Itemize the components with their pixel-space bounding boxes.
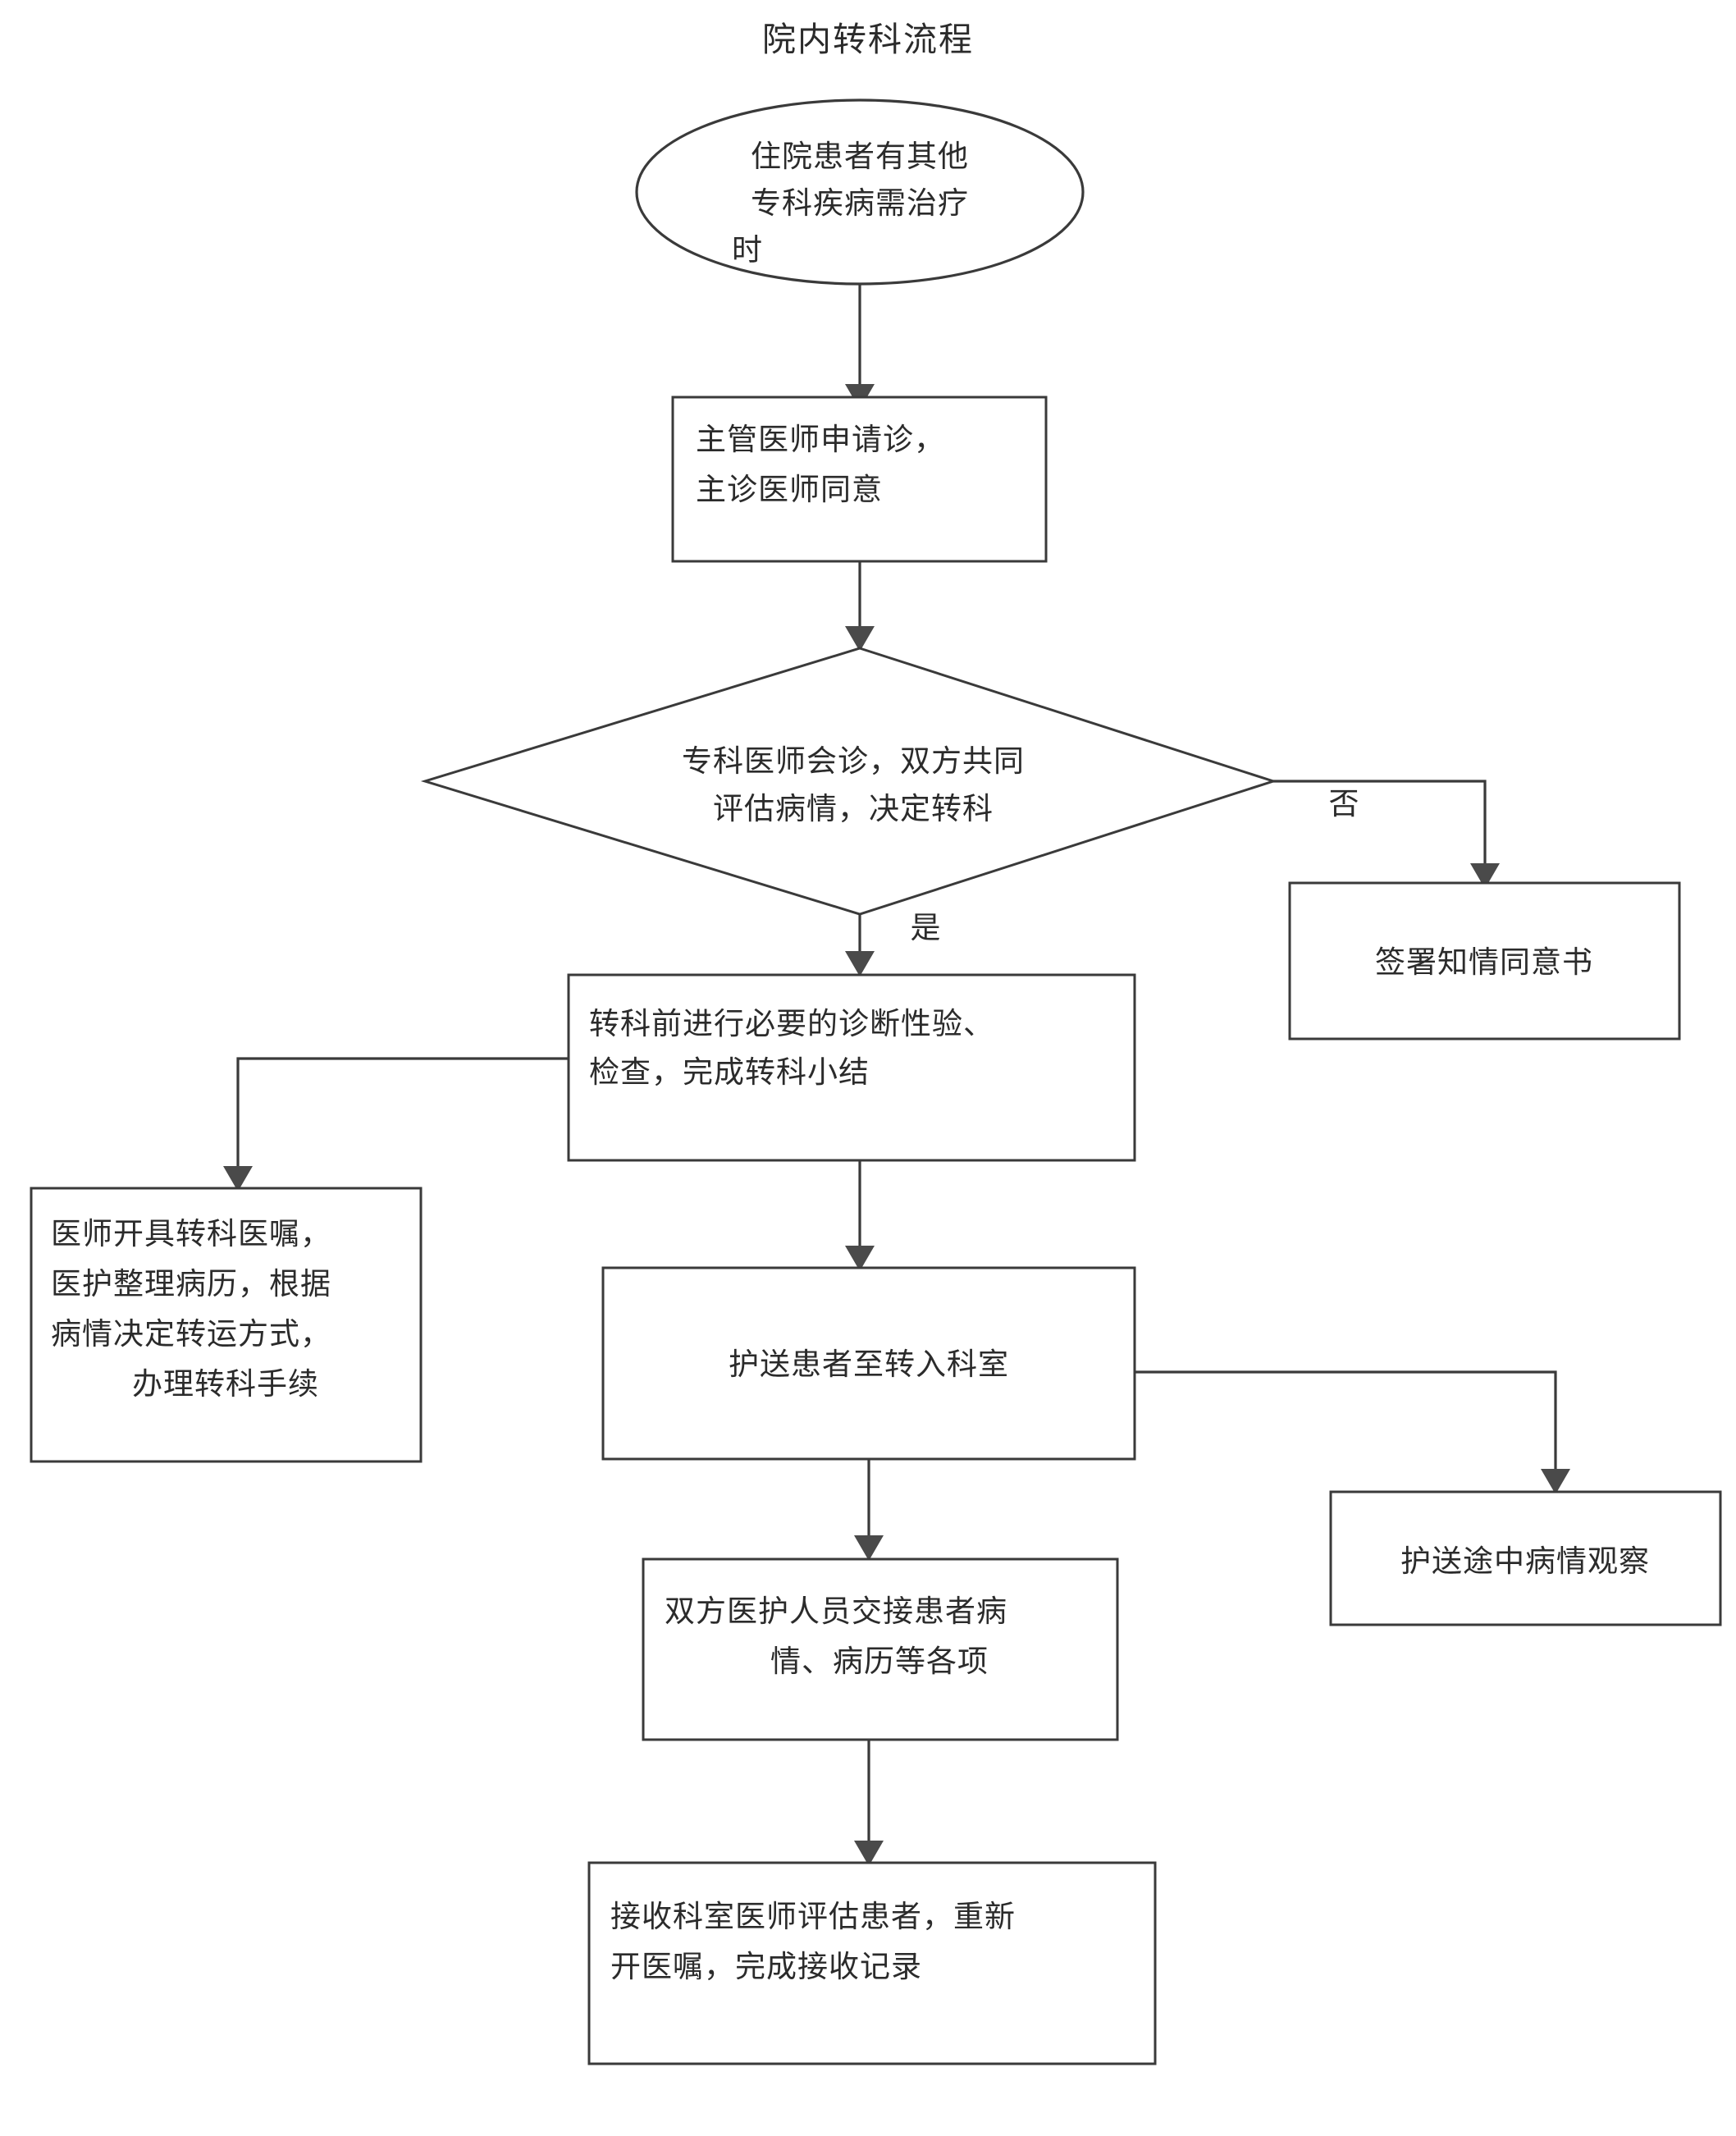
node-consent-shape: [1288, 881, 1681, 1041]
node-orders-shape: [30, 1187, 423, 1463]
node-receive-line-2: 开医嘱，完成接收记录: [610, 1950, 922, 1984]
node-pretransfer-line-2: 检查，完成转科小结: [589, 1055, 870, 1090]
arrowhead-decision-to-pretransfer: [845, 951, 875, 977]
connector-pretransfer-to-orders: [236, 1057, 569, 1172]
arrowhead-decision-to-consent: [1470, 863, 1500, 889]
arrowhead-escort-to-observe: [1541, 1469, 1570, 1494]
arrowhead-pretransfer-to-orders: [223, 1166, 253, 1191]
node-escort-shape: [601, 1266, 1136, 1461]
arrowhead-escort-to-handover: [854, 1535, 884, 1561]
node-orders-line-4: 办理转科手续: [132, 1368, 319, 1402]
node-start-line-1: 住院患者有其他: [751, 140, 969, 174]
node-escort-line-1: 护送患者至转入科室: [729, 1347, 1009, 1382]
node-observe-shape: [1329, 1490, 1722, 1626]
node-orders-line-2: 医护整理病历，根据: [51, 1267, 331, 1301]
node-handover-shape: [642, 1557, 1119, 1741]
node-pretransfer-line-1: 转科前进行必要的诊断性验、: [589, 1007, 994, 1041]
node-handover-line-1: 双方医护人员交接患者病: [665, 1594, 1007, 1629]
branch-label-yes: 是: [911, 912, 941, 945]
node-receive-line-1: 接收科室医师评估患者，重新: [610, 1900, 1016, 1934]
node-apply-line-1: 主管医师申请诊，: [696, 423, 945, 457]
node-pretransfer-shape: [567, 973, 1136, 1162]
arrowhead-apply-to-decision: [845, 626, 875, 652]
arrowhead-pretransfer-to-escort: [845, 1246, 875, 1271]
connector-decision-to-consent: [1273, 780, 1487, 871]
node-apply-line-2: 主诊医师同意: [696, 473, 883, 507]
node-start-line-3: 时: [732, 234, 763, 268]
arrowhead-handover-to-receive: [854, 1841, 884, 1866]
node-consent-line-1: 签署知情同意书: [1375, 945, 1593, 980]
node-start-line-2: 专科疾病需治疗: [751, 186, 969, 221]
node-decision-line-1: 专科医师会诊，双方共同: [682, 744, 1025, 779]
page-title: 院内转科流程: [762, 21, 974, 58]
node-handover-line-2: 情、病历等各项: [770, 1644, 989, 1679]
node-orders-line-3: 病情决定转运方式，: [51, 1317, 331, 1352]
node-apply-shape: [671, 396, 1048, 563]
node-receive-shape: [587, 1861, 1157, 2065]
node-observe-line-1: 护送途中病情观察: [1400, 1544, 1650, 1579]
connector-escort-to-observe: [1135, 1370, 1557, 1475]
node-decision-shape: [420, 647, 1277, 916]
branch-label-no: 否: [1329, 788, 1359, 821]
node-decision-line-2: 评估病情，决定转科: [713, 792, 994, 826]
node-orders-line-1: 医师开具转科医嘱，: [51, 1218, 331, 1251]
